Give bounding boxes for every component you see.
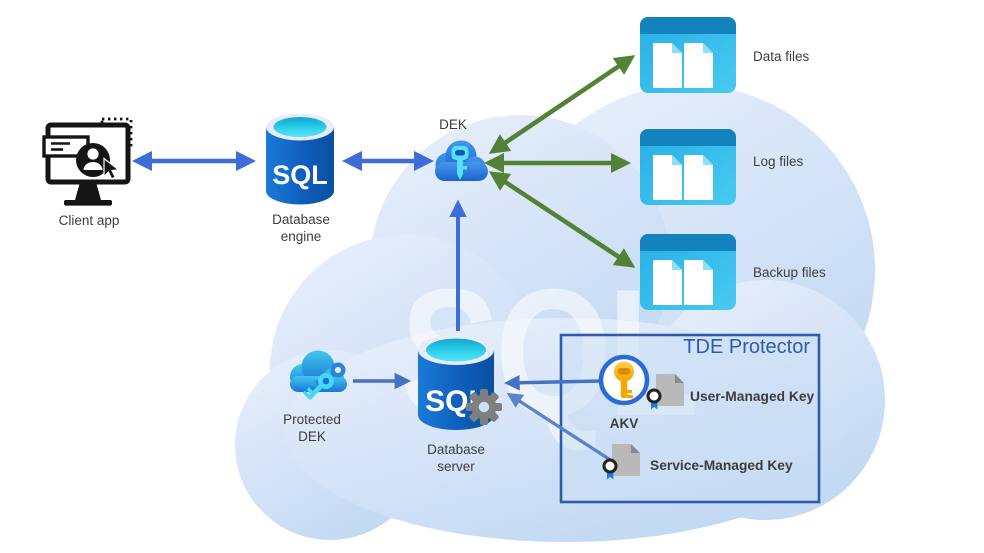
log-files-icon xyxy=(640,129,736,205)
database-engine-label: Database engine xyxy=(272,212,330,244)
tde-protector-box xyxy=(559,333,821,504)
gear-icon xyxy=(466,389,502,425)
dek-icon xyxy=(435,140,488,181)
arrow-akv-server xyxy=(504,374,602,391)
akv-icon xyxy=(598,354,650,406)
database-engine-sql-text: SQL xyxy=(272,160,328,190)
akv-label: AKV xyxy=(609,416,639,431)
client-app-icon xyxy=(42,117,133,206)
tde-protector-title: TDE Protector xyxy=(683,336,810,358)
user-managed-key-cert-icon xyxy=(646,374,684,410)
dek-label: DEK xyxy=(439,117,467,132)
client-app-label: Client app xyxy=(58,213,120,228)
database-server-label: Database server xyxy=(427,442,485,474)
service-managed-key-label: Service-Managed Key xyxy=(650,458,793,473)
database-engine-icon: SQL xyxy=(266,113,334,205)
arrow-dek-backupfiles xyxy=(488,171,636,268)
data-files-label: Data files xyxy=(753,49,810,64)
user-managed-key-label: User-Managed Key xyxy=(690,389,815,404)
backup-files-label: Backup files xyxy=(753,265,826,280)
backup-files-icon xyxy=(640,234,736,310)
protected-dek-label: Protected DEK xyxy=(283,412,341,444)
arrow-servicekey-server xyxy=(506,392,613,463)
protected-dek-icon xyxy=(290,350,347,400)
arrow-dek-datafiles xyxy=(488,55,636,154)
log-files-label: Log files xyxy=(753,154,804,169)
data-files-icon xyxy=(640,17,736,93)
service-managed-key-cert-icon xyxy=(602,444,640,480)
